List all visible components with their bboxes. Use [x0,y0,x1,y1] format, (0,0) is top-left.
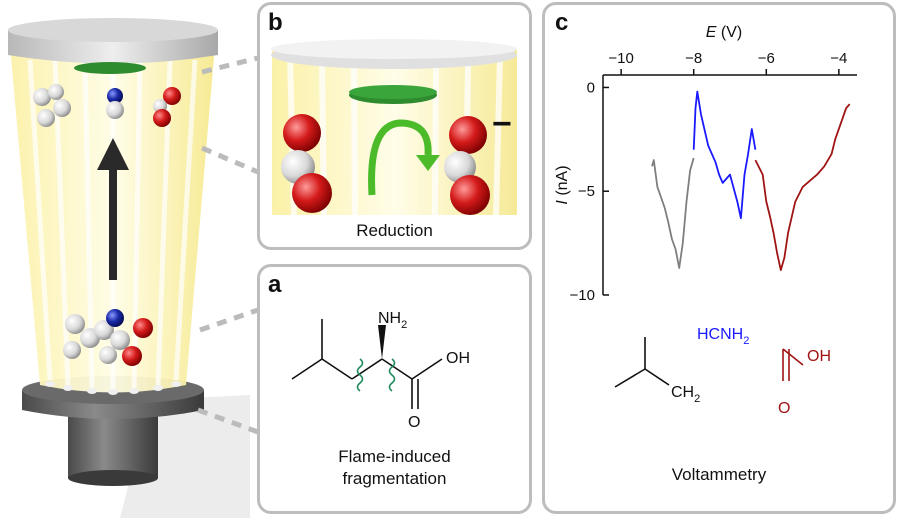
panel-a-caption-line2: fragmentation [342,469,447,488]
x-tick-label: −8 [685,50,702,67]
y-tick-label: −5 [578,183,595,200]
voltammetry-chart: −10 −8 −6 −4 0 −5 −10 E (V) I (nA) [554,24,857,304]
flame-tube-illustration [8,18,250,518]
panel-b-caption: Reduction [356,221,433,240]
anion-charge: − [492,105,512,143]
x-axis-label: E (V) [706,24,742,41]
fragment-structures: HCNH2 CH2 OH O [614,326,831,417]
fragment-molecule-right [153,87,181,127]
formamide-label: HCNH2 [697,326,749,347]
panel-c: c −10 −8 −6 −4 0 −5 −10 E (V) I (nA) HCNH2 CH2 O… [542,2,896,514]
panel-a-caption-line1: Flame-induced [338,447,451,466]
formyl-hydroxyl: OH [807,348,831,365]
panel-c-caption: Voltammetry [671,465,767,484]
y-axis-label: I (nA) [554,165,571,204]
panel-a: a NH2 OH O Flame-induced fragmentation [257,264,532,514]
panel-b: b [257,2,532,250]
formyl-oxygen: O [778,400,790,417]
y-tick-label: 0 [587,79,595,96]
series-line-gray [651,157,695,269]
panel-b-label: b [268,9,283,36]
leucine-structure: NH2 OH O [291,310,470,431]
x-tick-label: −10 [608,50,633,67]
isobutyl-label: CH2 [671,384,700,405]
amine-group: NH2 [378,310,407,331]
x-tick-label: −4 [830,50,847,67]
fragment-molecule-left [33,84,71,127]
y-tick-label: −10 [570,287,595,304]
reduction-illustration: − [271,39,517,216]
series-line-blue [692,90,757,220]
panel-c-label: c [555,9,569,36]
leucine-molecule [63,309,153,366]
panel-a-label: a [268,271,282,298]
hydroxyl-group: OH [446,350,470,367]
fragment-molecule-middle [106,88,124,119]
series-line-red [754,103,851,272]
carbonyl-oxygen: O [408,414,420,431]
x-tick-label: −6 [758,50,775,67]
